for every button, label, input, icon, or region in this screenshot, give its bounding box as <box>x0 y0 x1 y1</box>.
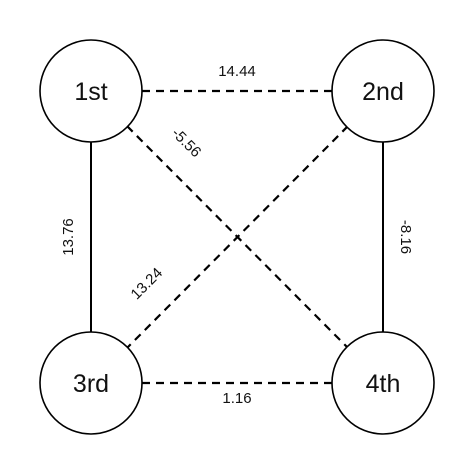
node-2nd: 2nd <box>331 39 435 143</box>
edge-label-1st-2nd: 14.44 <box>218 63 256 80</box>
node-1st: 1st <box>39 39 143 143</box>
node-3rd: 3rd <box>39 331 143 435</box>
edge-label-1st-4th: -5.56 <box>168 125 204 161</box>
edge-2nd-3rd <box>126 125 349 349</box>
node-label-1st: 1st <box>74 78 107 106</box>
edge-label-3rd-4th: 1.16 <box>222 390 251 407</box>
node-4th: 4th <box>331 331 435 435</box>
edge-label-2nd-3rd: 13.24 <box>128 265 167 304</box>
edge-label-2nd-4th: -8.16 <box>397 220 414 254</box>
edge-label-1st-3rd: 13.76 <box>60 218 77 256</box>
node-label-3rd: 3rd <box>73 370 109 398</box>
node-label-2nd: 2nd <box>362 78 404 106</box>
node-label-4th: 4th <box>366 370 401 398</box>
